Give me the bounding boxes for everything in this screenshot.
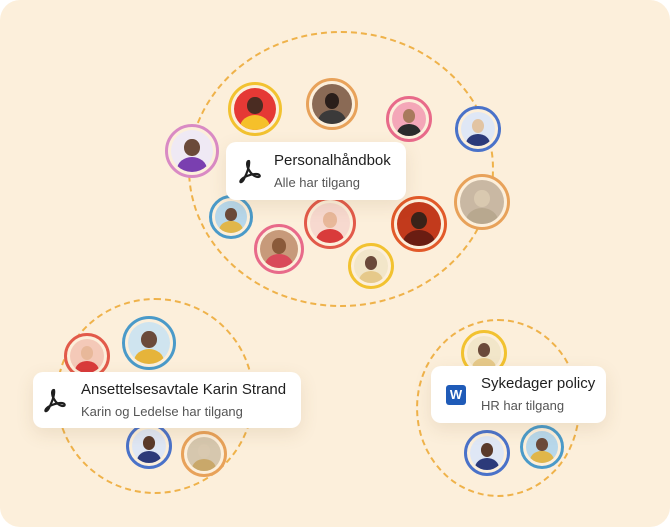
avatar bbox=[520, 425, 564, 469]
avatar bbox=[454, 174, 510, 230]
document-card-ansettelsesavtale[interactable]: Ansettelsesavtale Karin Strand Karin og … bbox=[33, 372, 301, 428]
avatar bbox=[122, 316, 176, 370]
document-title: Ansettelsesavtale Karin Strand bbox=[81, 380, 287, 398]
avatar bbox=[165, 124, 219, 178]
avatar bbox=[306, 78, 358, 130]
document-title: Sykedager policy bbox=[481, 375, 596, 392]
avatar bbox=[254, 224, 304, 274]
document-access: Alle har tilgang bbox=[274, 174, 360, 190]
avatar bbox=[391, 196, 447, 252]
avatar bbox=[464, 430, 510, 476]
avatar bbox=[126, 423, 172, 469]
pdf-icon bbox=[236, 158, 262, 184]
avatar bbox=[304, 197, 356, 249]
avatar bbox=[209, 195, 253, 239]
avatar bbox=[228, 82, 282, 136]
document-card-personalhandbok[interactable]: Personalhåndbok Alle har tilgang bbox=[226, 142, 406, 200]
avatar bbox=[181, 431, 227, 477]
avatar bbox=[455, 106, 501, 152]
pdf-icon bbox=[41, 387, 67, 413]
avatar bbox=[348, 243, 394, 289]
word-icon: W bbox=[443, 382, 469, 408]
document-access: HR har tilgang bbox=[481, 398, 565, 413]
avatar bbox=[64, 333, 110, 379]
avatar bbox=[386, 96, 432, 142]
document-access: Karin og Ledelse har tilgang bbox=[81, 403, 243, 419]
document-title: Personalhåndbok bbox=[274, 151, 391, 169]
document-card-sykedager-policy[interactable]: W Sykedager policy HR har tilgang bbox=[431, 366, 606, 423]
